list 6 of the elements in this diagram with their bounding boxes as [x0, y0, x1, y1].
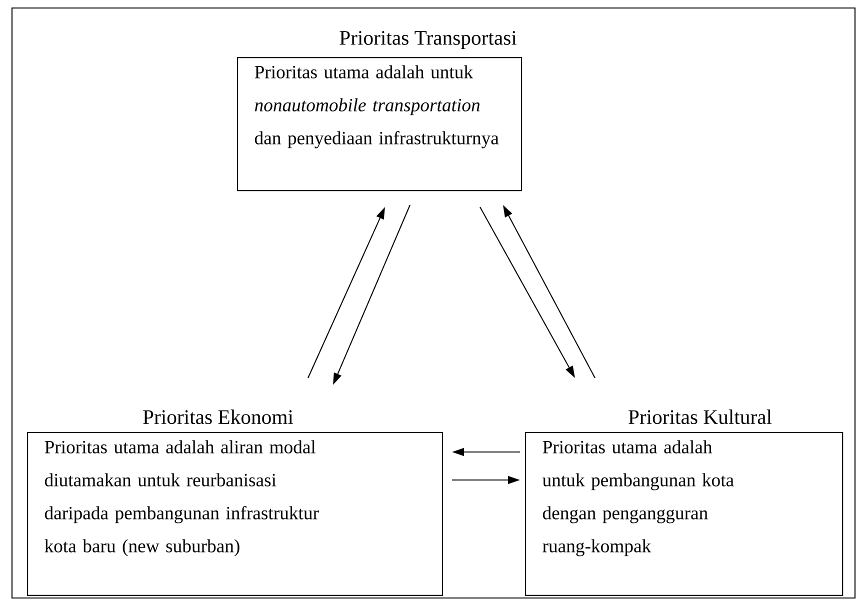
heading: Prioritas Ekonomi [143, 410, 294, 424]
text-box: Prioritas utama adalah aliran modal diutamakan untuk reurbanisasi daripada pembangunan infrastruktur kota baru (new suburban) [27, 432, 443, 596]
heading: Prioritas Transportasi [340, 30, 517, 50]
text-box: Prioritas utama adalah untuk pembangunan kota dengan pengangguran ruang-kompak [525, 432, 844, 596]
heading: Prioritas Kultural [628, 410, 772, 424]
text-box: Prioritas utama adalah untuk nonautomobile transportation dan penyediaan infrastrukturnya [237, 57, 522, 192]
